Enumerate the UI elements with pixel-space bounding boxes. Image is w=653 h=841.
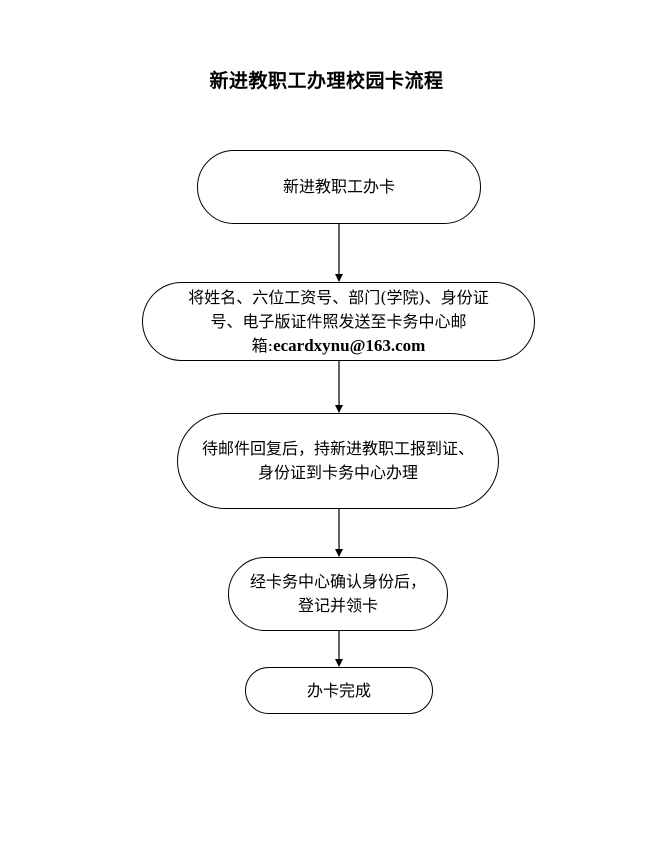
step-4-line-2: 登记并领卡 [297, 596, 378, 615]
step-1-node: 新进教职工办卡 [197, 150, 481, 224]
email-address: ecardxynu@163.com [273, 335, 426, 355]
step-5-line-1: 办卡完成 [306, 680, 371, 700]
step-1-line-1: 新进教职工办卡 [282, 177, 395, 196]
step-3-line-1: 待邮件回复后，持新进教职工报到证、 [201, 439, 474, 458]
email-prefix: 箱: [251, 335, 274, 355]
step-4-line-1: 经卡务中心确认身份后， [249, 572, 426, 591]
step-5-node: 办卡完成 [245, 667, 433, 714]
step-2-line-3: 箱:ecardxynu@163.com [188, 334, 489, 358]
step-4-node: 经卡务中心确认身份后， 登记并领卡 [228, 557, 448, 631]
flowchart-title: 新进教职工办理校园卡流程 [209, 70, 444, 92]
step-2-line-2: 号、电子版证件照发送至卡务中心邮 [210, 311, 467, 331]
step-3-line-2: 身份证到卡务中心办理 [257, 463, 418, 482]
step-2-line-1: 将姓名、六位工资号、部门(学院)、身份证 [188, 287, 489, 307]
step-2-node: 将姓名、六位工资号、部门(学院)、身份证 号、电子版证件照发送至卡务中心邮 箱:… [142, 282, 535, 361]
step-3-node: 待邮件回复后，持新进教职工报到证、 身份证到卡务中心办理 [177, 413, 499, 509]
